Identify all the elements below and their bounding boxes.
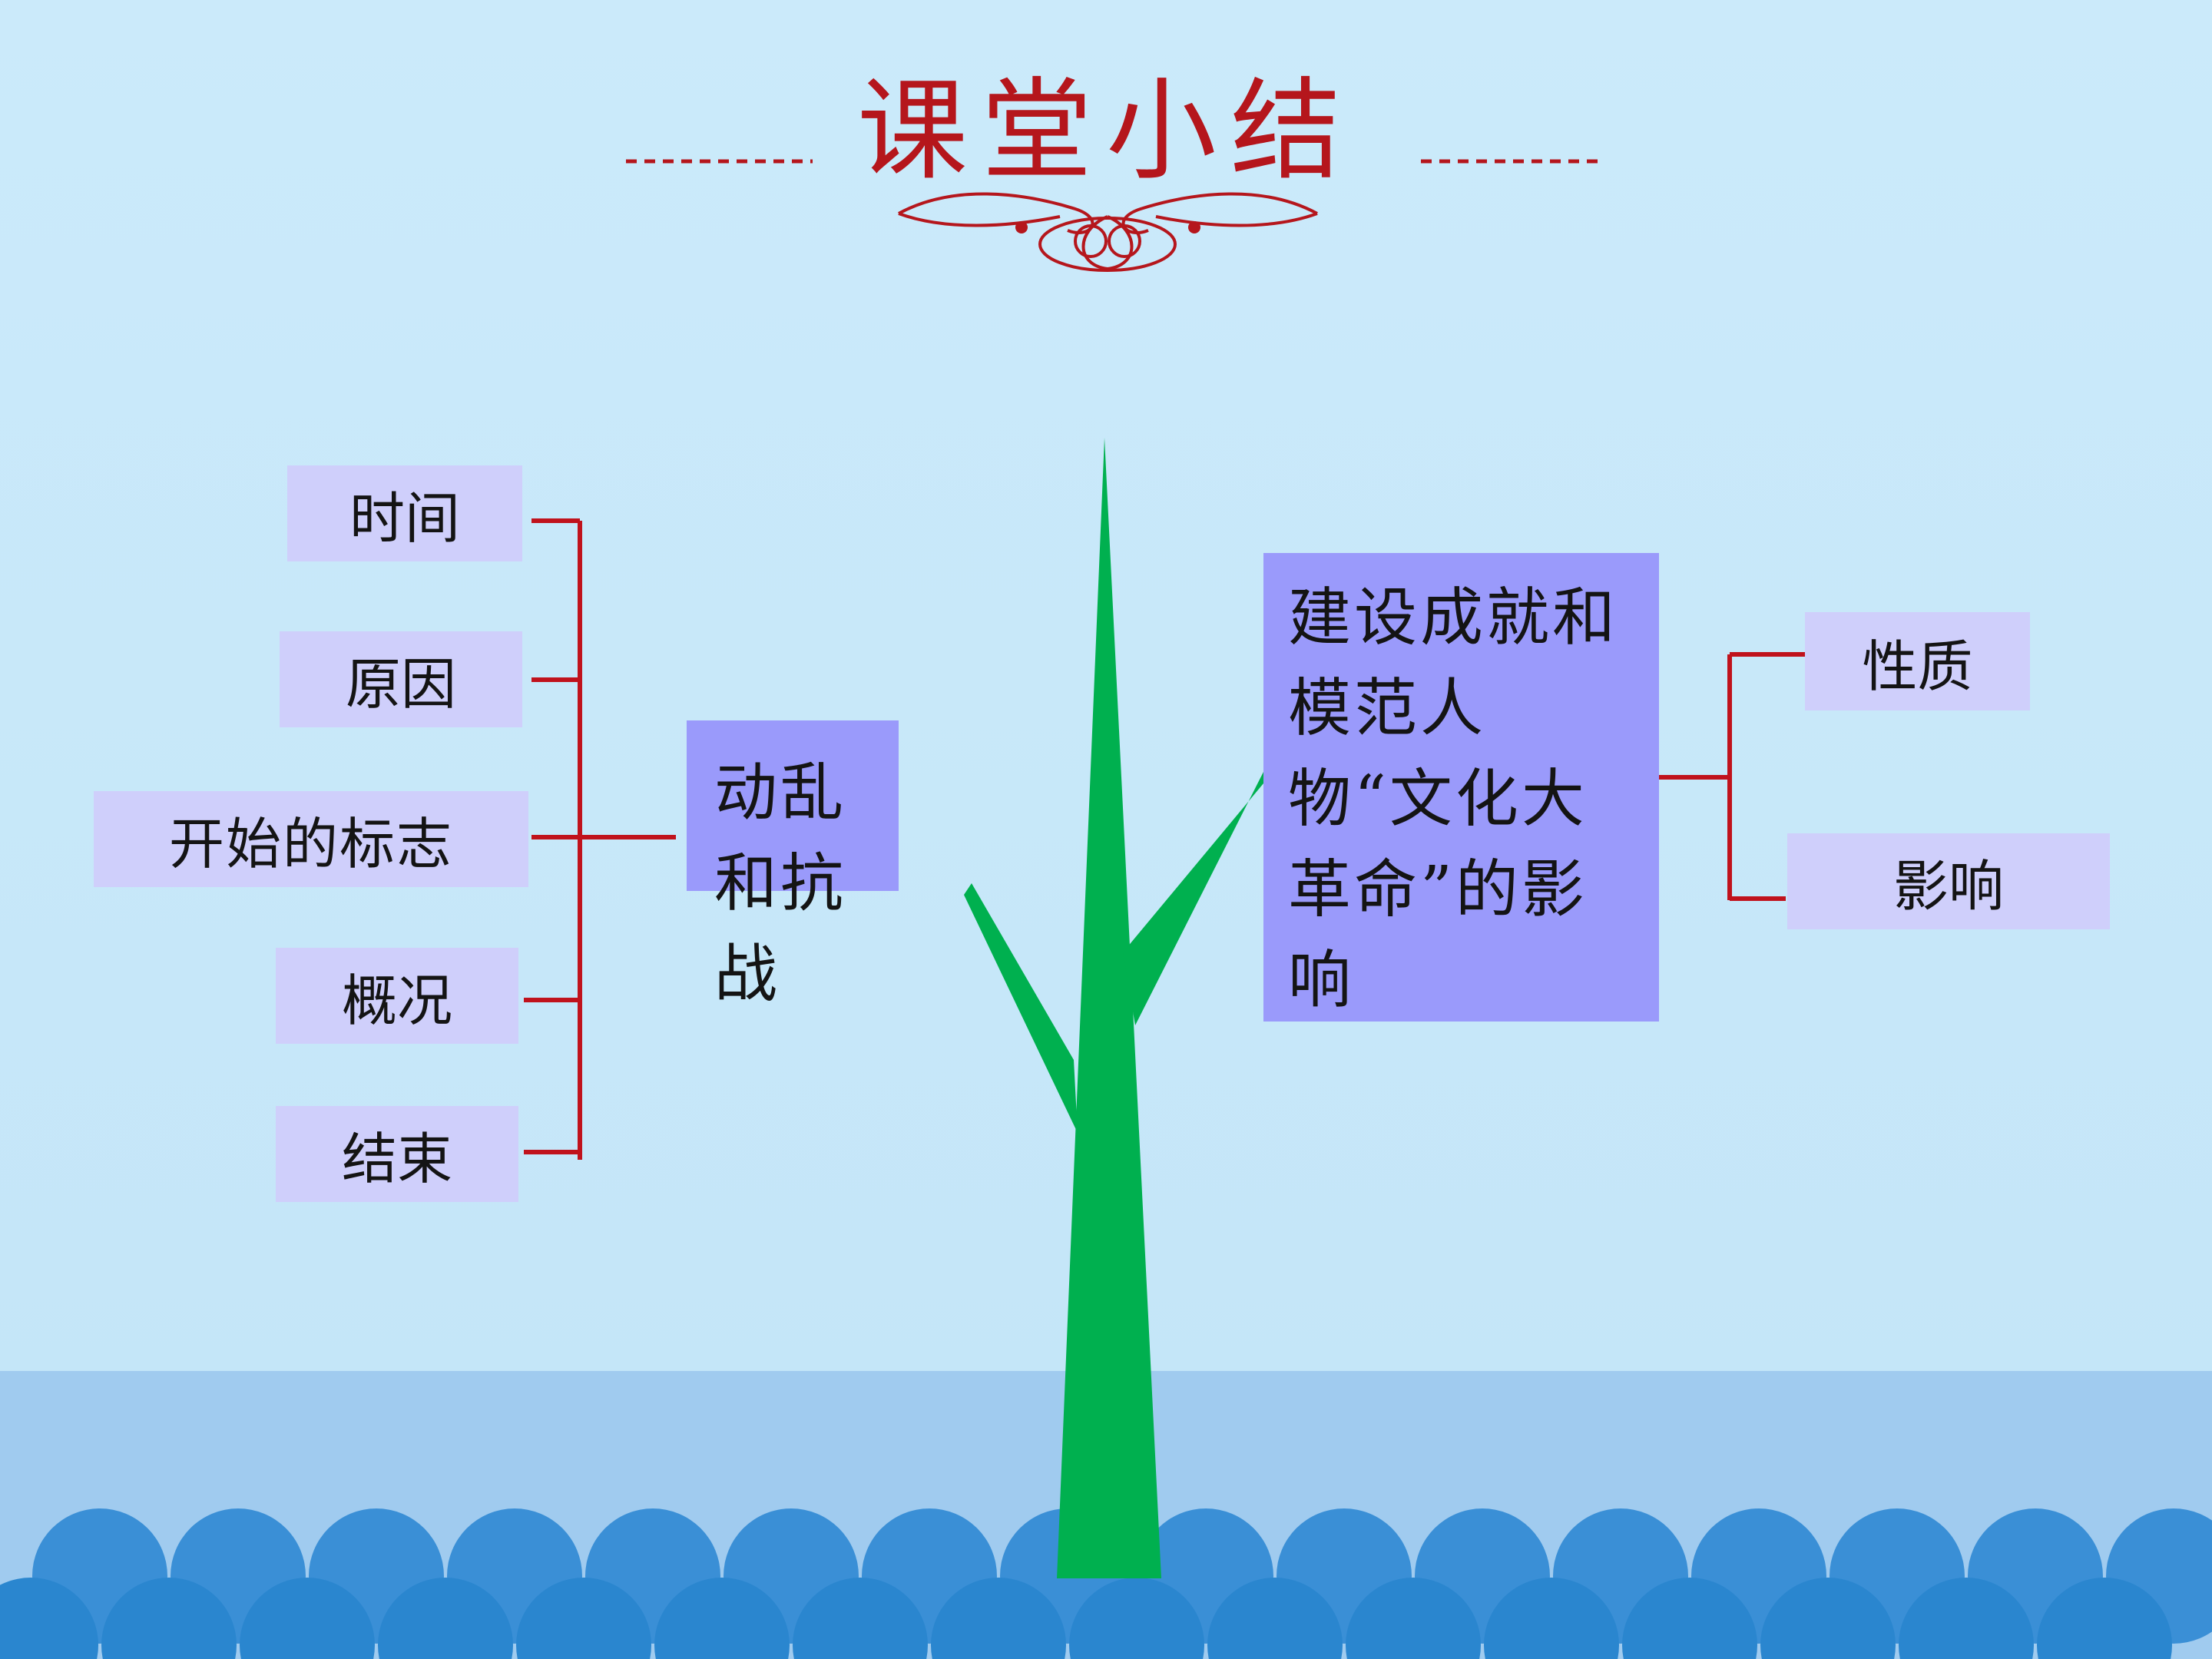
title-flourish (898, 192, 1318, 272)
tree-branch-left (964, 883, 1078, 1133)
tree-branch-right (1123, 772, 1263, 1025)
left-item-cause: 原因 (280, 631, 522, 727)
right-bracket (1657, 652, 1805, 901)
right-item-impact: 影响 (1787, 833, 2110, 929)
node-construction-achievements: 建设成就和模范人物“文化大革命”的影响 (1263, 553, 1659, 1022)
left-item-end: 结束 (276, 1106, 518, 1202)
left-bracket (524, 518, 676, 1160)
tree-trunk (1057, 438, 1161, 1578)
left-item-time: 时间 (287, 465, 522, 561)
right-item-nature: 性质 (1805, 612, 2030, 710)
title-flourish-dots (1015, 221, 1200, 233)
left-item-start-sign: 开始的标志 (94, 791, 528, 887)
node-turmoil-and-war: 动乱和抗战 (687, 720, 899, 1011)
left-item-overview: 概况 (276, 948, 518, 1044)
wave-row-front (0, 1578, 2172, 1659)
page-title: 课堂小结 (856, 66, 1355, 195)
